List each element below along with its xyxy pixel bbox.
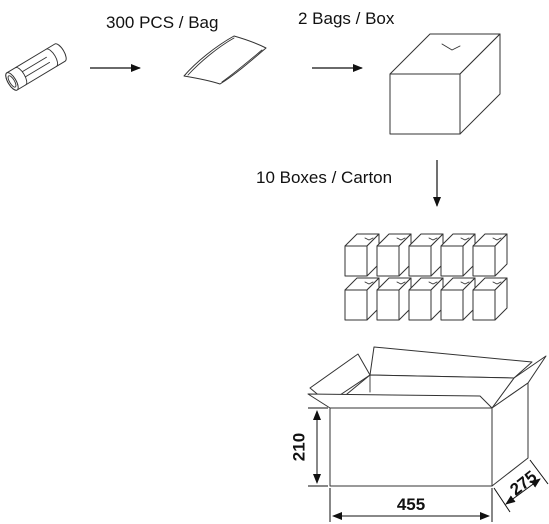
box-count-label: 2 Bags / Box <box>298 9 395 28</box>
bag-icon <box>183 35 267 85</box>
small-box-icon <box>472 233 508 277</box>
length-dimension: 455 <box>329 488 493 522</box>
small-box-icon <box>408 233 444 277</box>
height-label: 210 <box>289 433 308 461</box>
small-box-icon <box>440 277 476 321</box>
box-icon <box>389 33 501 135</box>
box-grid <box>344 233 508 321</box>
fuse-icon <box>5 43 67 91</box>
small-box-icon <box>472 277 508 321</box>
width-label: 275 <box>506 467 540 499</box>
small-box-icon <box>376 233 412 277</box>
small-box-icon <box>440 233 476 277</box>
carton-icon <box>307 346 547 487</box>
small-box-icon <box>344 233 380 277</box>
height-dimension: 210 <box>289 407 328 487</box>
carton-count-label: 10 Boxes / Carton <box>256 168 392 187</box>
length-label: 455 <box>397 495 425 514</box>
small-box-icon <box>408 277 444 321</box>
bag-count-label: 300 PCS / Bag <box>106 13 218 32</box>
small-box-icon <box>376 277 412 321</box>
small-box-icon <box>344 277 380 321</box>
